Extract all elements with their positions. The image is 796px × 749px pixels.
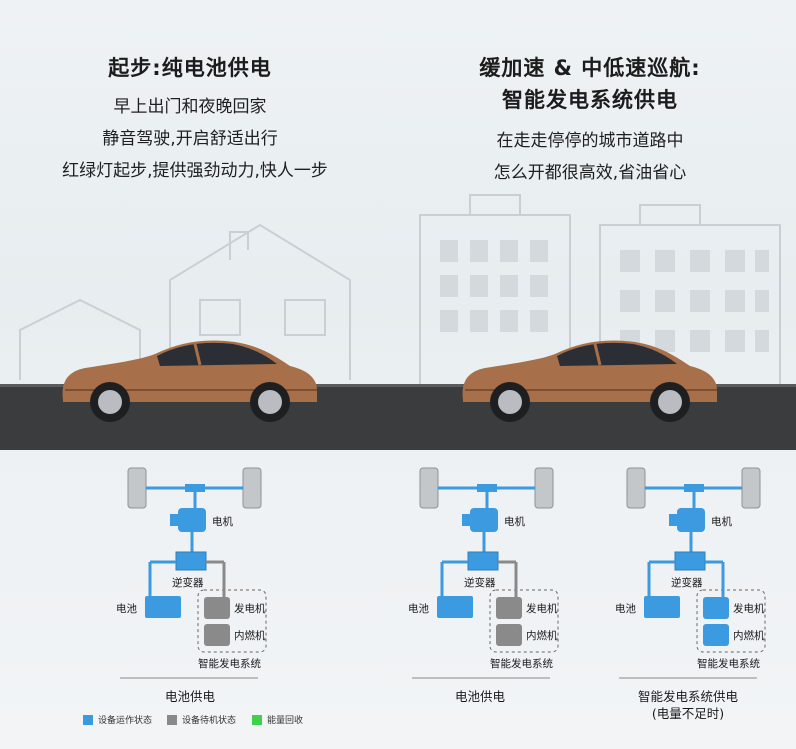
legend-standby: 设备待机状态 [167, 713, 236, 726]
battery-3 [644, 596, 680, 618]
legend-active: 设备运作状态 [83, 713, 152, 726]
inverter-label-3: 逆变器 [671, 577, 703, 589]
caption-2: 电池供电 [454, 689, 505, 704]
right-line-1: 在走走停停的城市道路中 [496, 131, 684, 151]
generator-system-box-3 [696, 589, 766, 653]
generator-1 [204, 597, 230, 619]
legend-label-active: 设备运作状态 [98, 716, 153, 726]
generator-2 [496, 597, 522, 619]
tire-right-3 [741, 467, 761, 509]
background-buildings [19, 194, 781, 386]
caption-1: 电池供电 [164, 689, 215, 704]
right-title-line-1: 缓加速 & 中低速巡航: [479, 56, 701, 80]
motor-label-1: 电机 [212, 516, 233, 528]
tire-left-2 [419, 467, 439, 509]
right-line-2: 怎么开都很高效,省油省心 [493, 163, 687, 183]
caption-3: 智能发电系统供电 [637, 689, 738, 704]
battery-1 [145, 596, 181, 618]
legend-label-recovery: 能量回收 [267, 716, 304, 726]
motor-1 [170, 508, 206, 532]
generator-3 [703, 597, 729, 619]
legend-swatch-standby [167, 714, 177, 725]
motor-3 [669, 508, 705, 532]
inverter-label-2: 逆变器 [464, 577, 496, 589]
generator-label-1: 发电机 [234, 603, 266, 615]
engine-label-1: 内燃机 [234, 630, 266, 642]
tire-right-2 [534, 467, 554, 509]
engine-label-2: 内燃机 [526, 630, 558, 642]
car-left [62, 340, 317, 422]
tire-left-1 [127, 467, 147, 509]
generator-label-3: 发电机 [733, 603, 765, 615]
legend-swatch-active [83, 714, 93, 725]
battery-label-3: 电池 [615, 603, 636, 615]
left-title: 起步:纯电池供电 [108, 56, 272, 80]
left-line-2: 静音驾驶,开启舒适出行 [102, 129, 278, 149]
house-outline [169, 223, 351, 380]
engine-3 [703, 624, 729, 646]
legend-swatch-recovery [252, 714, 262, 725]
generator-system-box-2 [489, 589, 559, 653]
battery-label-1: 电池 [116, 603, 137, 615]
generator-system-box-1 [197, 589, 267, 653]
system-label-3: 智能发电系统 [697, 658, 760, 670]
engine-label-3: 内燃机 [733, 630, 765, 642]
inverter-3 [674, 551, 706, 571]
battery-2 [437, 596, 473, 618]
motor-label-2: 电机 [504, 516, 525, 528]
inverter-2 [467, 551, 499, 571]
legend-label-standby: 设备待机状态 [182, 716, 237, 726]
inverter-label-1: 逆变器 [172, 577, 204, 589]
left-line-1: 早上出门和夜晚回家 [113, 97, 267, 117]
left-line-3: 红绿灯起步,提供强劲动力,快人一步 [62, 161, 328, 181]
tire-right-1 [242, 467, 262, 509]
generator-label-2: 发电机 [526, 603, 558, 615]
tire-left-3 [626, 467, 646, 509]
car-right [462, 340, 717, 422]
motor-label-3: 电机 [711, 516, 732, 528]
motor-2 [462, 508, 498, 532]
right-title-line-2: 智能发电系统供电 [502, 88, 678, 112]
road-edge [0, 384, 796, 387]
system-label-1: 智能发电系统 [198, 658, 261, 670]
system-label-2: 智能发电系统 [490, 658, 553, 670]
legend-recovery: 能量回收 [252, 713, 303, 726]
battery-label-2: 电池 [408, 603, 429, 615]
engine-1 [204, 624, 230, 646]
engine-2 [496, 624, 522, 646]
caption-3-sub: (电量不足时) [651, 706, 725, 721]
inverter-1 [175, 551, 207, 571]
